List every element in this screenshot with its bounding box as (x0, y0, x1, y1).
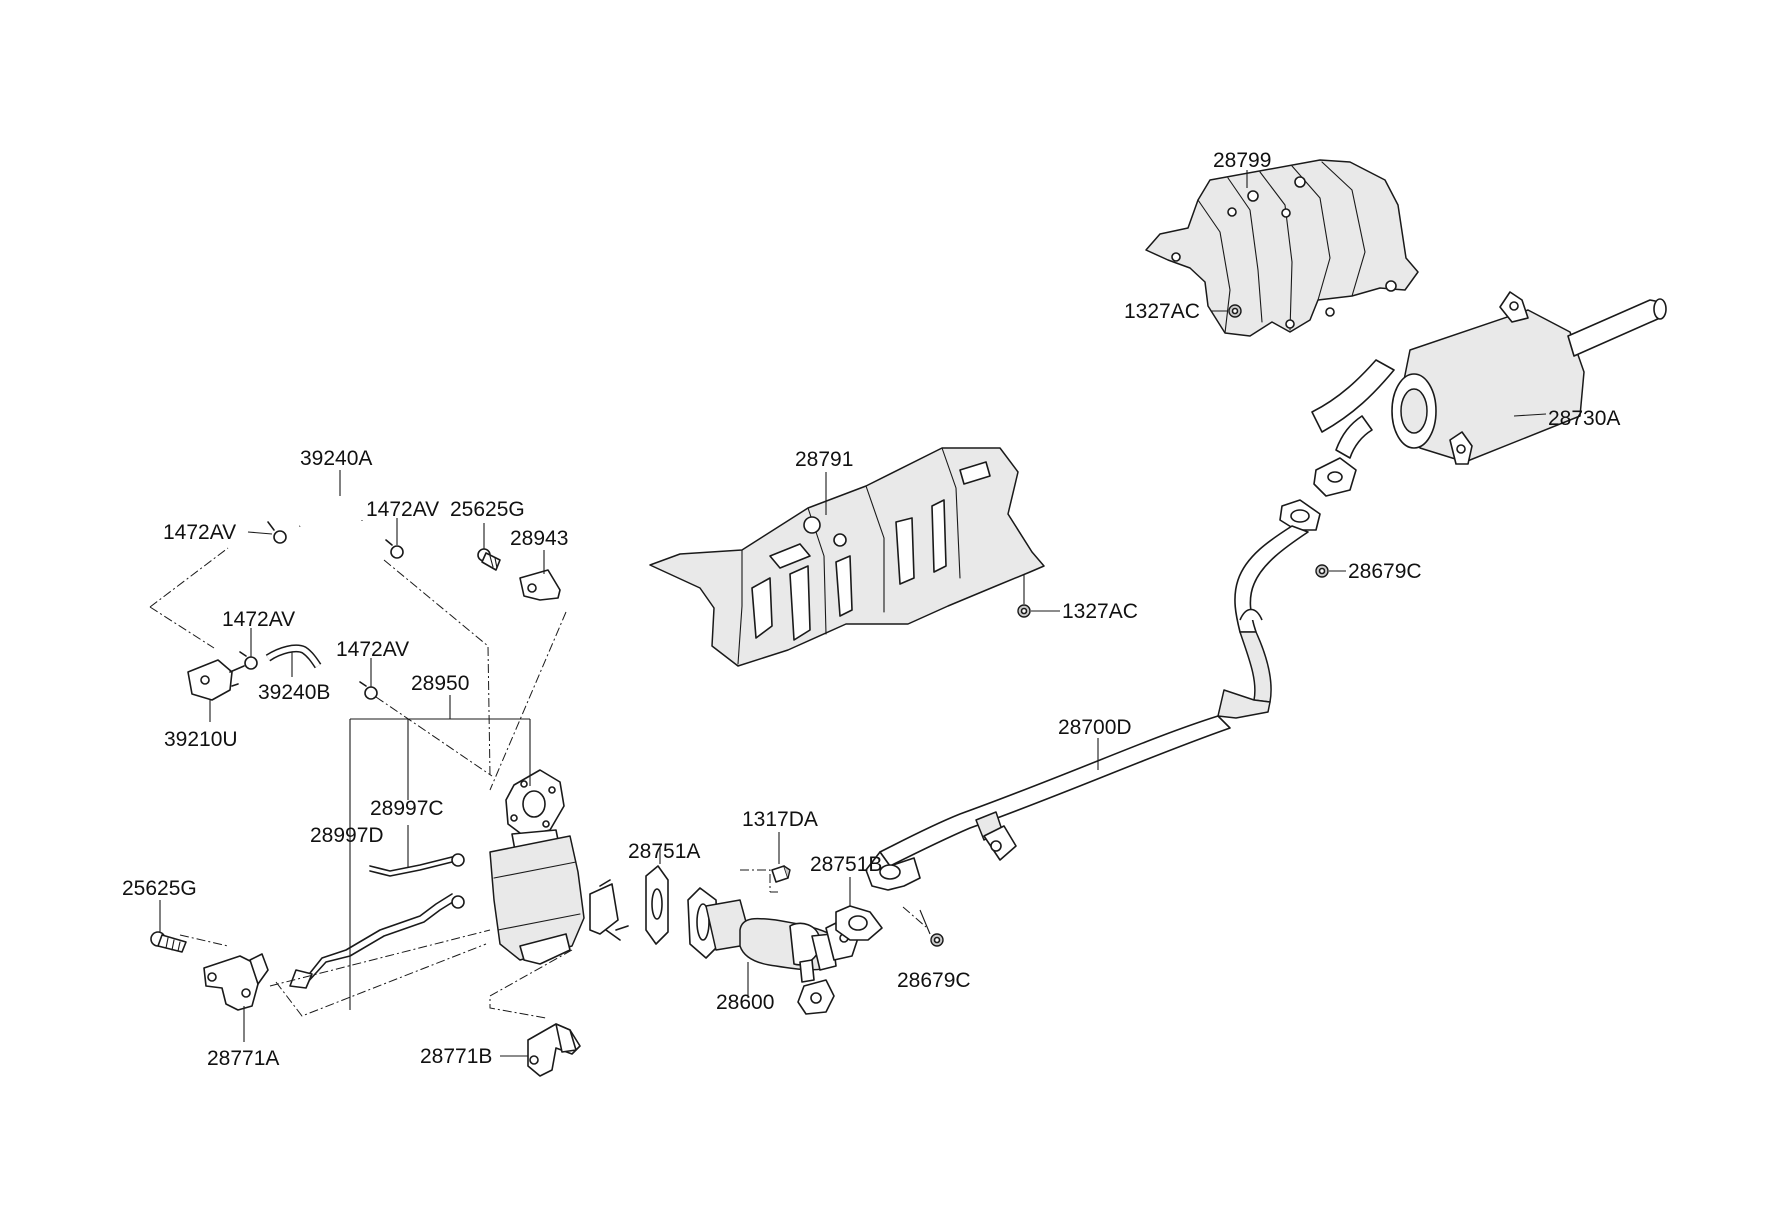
front-heat-shield-28791 (649, 447, 1045, 667)
part-label-1327ac-mid: 1327AC (1062, 600, 1138, 623)
part-label-28730a: 28730A (1548, 407, 1620, 430)
bolt-25625g-bot (150, 931, 187, 953)
part-label-1472av-a: 1472AV (163, 521, 236, 544)
clamp-1472av-d (359, 681, 378, 700)
sensor-pipe-28997c (369, 853, 465, 877)
part-label-28700d: 28700D (1058, 716, 1132, 739)
sensor-39210u (187, 659, 245, 701)
hanger-bracket-28771a (203, 953, 269, 1011)
assembly-guide-lines (149, 547, 927, 1019)
sensor-pipe-28997d (289, 893, 465, 989)
part-label-28943: 28943 (510, 527, 568, 550)
part-label-28600: 28600 (716, 991, 774, 1014)
part-label-28679c-bot: 28679C (897, 969, 971, 992)
nut-28679c-top (1315, 564, 1329, 578)
part-label-28799: 28799 (1213, 149, 1271, 172)
bracket-28950 (349, 718, 531, 1010)
part-label-1327ac-top: 1327AC (1124, 300, 1200, 323)
part-label-28997c: 28997C (370, 797, 444, 820)
part-label-39240a: 39240A (300, 447, 372, 470)
clamp-1472av-a (267, 521, 287, 544)
part-label-39240b: 39240B (258, 681, 330, 704)
hanger-bracket-28771b (527, 1023, 581, 1077)
part-label-28950: 28950 (411, 672, 469, 695)
bolt-1317da (771, 865, 791, 883)
part-label-28751a: 28751A (628, 840, 700, 863)
nut-1327ac-mid (1017, 604, 1031, 618)
part-label-25625g-bot: 25625G (122, 877, 197, 900)
leader-1472av-a (247, 531, 273, 535)
part-label-25625g-top: 25625G (450, 498, 525, 521)
bolt-25625g-top (477, 548, 501, 571)
rear-muffler-28730a (1311, 291, 1667, 497)
nut-28679c-bot (930, 933, 944, 947)
part-label-28751b: 28751B (810, 853, 882, 876)
part-label-28997d: 28997D (310, 824, 384, 847)
hose-39240a (298, 482, 365, 528)
part-label-28771b: 28771B (420, 1045, 492, 1068)
bracket-28943 (519, 569, 561, 601)
rear-heat-shield-28799 (1145, 159, 1419, 337)
hose-39240b (265, 644, 322, 669)
gasket-28751b (835, 905, 883, 941)
leader-28730a (1513, 413, 1547, 417)
part-label-1472av-d: 1472AV (336, 638, 409, 661)
part-label-28771a: 28771A (207, 1047, 279, 1070)
part-label-1317da: 1317DA (742, 808, 818, 831)
nut-1327ac-top (1228, 304, 1242, 318)
part-label-1472av-c: 1472AV (222, 608, 295, 631)
gasket-28751a (645, 865, 669, 945)
center-pipe-28700d (865, 499, 1321, 891)
leader-28679c-bot (919, 909, 931, 935)
clamp-1472av-b (385, 539, 404, 559)
part-label-1472av-b: 1472AV (366, 498, 439, 521)
catalytic-converter-28950 (489, 769, 629, 965)
part-label-39210u: 39210U (164, 728, 238, 751)
part-label-28679c-top: 28679C (1348, 560, 1422, 583)
part-label-28791: 28791 (795, 448, 853, 471)
